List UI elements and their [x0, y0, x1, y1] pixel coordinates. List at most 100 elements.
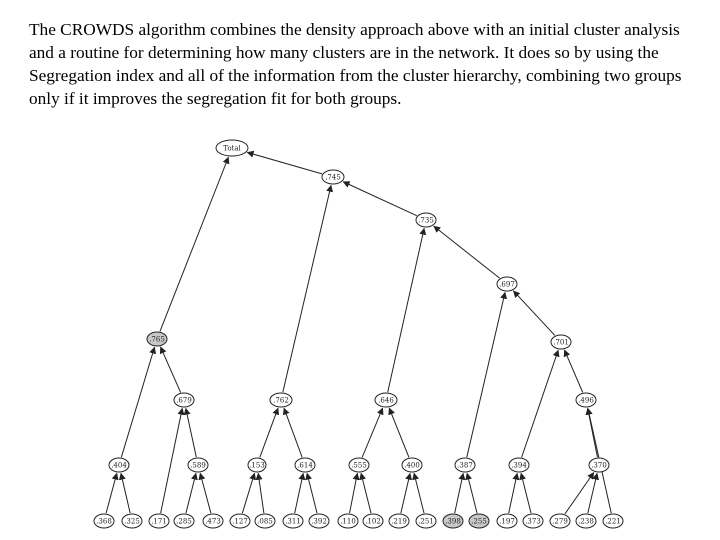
node-ellipse: [247, 457, 267, 473]
edge-l085-to-n153: [255, 472, 265, 514]
edge-n701-to-n697: [513, 290, 556, 336]
node-label: .762: [273, 397, 289, 405]
node-ellipse: [401, 457, 423, 473]
node-ellipse: [415, 513, 437, 529]
node-label: .701: [553, 339, 569, 347]
node-label: .496: [578, 397, 594, 405]
edge-l392-to-n614: [305, 472, 318, 514]
edge-n679-to-n765: [159, 346, 182, 393]
edge-l197-to-n394: [508, 472, 520, 514]
node-n762: .762: [269, 392, 293, 408]
node-label: .110: [340, 518, 356, 526]
node-l255: .255: [468, 513, 490, 529]
edge-n400-to-n646: [388, 407, 410, 458]
edge-l311-to-n614: [294, 472, 306, 514]
node-ellipse: [442, 513, 464, 529]
node-label: .127: [232, 518, 248, 526]
node-ellipse: [575, 513, 597, 529]
node-label: .325: [124, 518, 140, 526]
node-ellipse: [588, 457, 610, 473]
node-ellipse: [173, 513, 195, 529]
node-ellipse: [575, 392, 597, 408]
edge-layer: [105, 150, 612, 515]
node-n555: .555: [348, 457, 370, 473]
node-label: .387: [457, 462, 473, 470]
node-ellipse: [388, 513, 410, 529]
node-ellipse: [229, 513, 251, 529]
node-n745: .745: [321, 169, 345, 185]
node-layer: Total .745 .735 .697 .765 .701 .679 .762 .646 .49…: [93, 139, 624, 529]
node-l110: .110: [337, 513, 359, 529]
node-label: .370: [591, 462, 607, 470]
node-n496: .496: [575, 392, 597, 408]
node-l127: .127: [229, 513, 251, 529]
node-label: .102: [365, 518, 381, 526]
node-label: .285: [176, 518, 192, 526]
node-label: .279: [552, 518, 568, 526]
node-label: .311: [285, 518, 301, 526]
edge-n614-to-n762: [282, 407, 303, 458]
node-label: .614: [297, 462, 313, 470]
edge-l171-to-n679: [160, 407, 185, 514]
node-n589: .589: [187, 457, 209, 473]
node-ellipse: [254, 513, 276, 529]
edge-l255-to-n387: [465, 472, 478, 514]
node-ellipse: [468, 513, 490, 529]
node-label: Total: [223, 145, 241, 153]
node-l219: .219: [388, 513, 410, 529]
node-ellipse: [321, 169, 345, 185]
node-ellipse: [148, 513, 170, 529]
node-n394: .394: [508, 457, 530, 473]
node-ellipse: [173, 392, 195, 408]
node-ellipse: [269, 392, 293, 408]
edge-l279-to-n370: [564, 471, 595, 515]
edge-n765-to-total: [159, 156, 230, 332]
node-n614: .614: [294, 457, 316, 473]
edge-n646-to-n735: [387, 227, 427, 393]
node-ellipse: [348, 457, 370, 473]
node-n697: .697: [496, 276, 518, 292]
node-n153: .153: [247, 457, 267, 473]
edge-l473-to-n589: [198, 472, 212, 514]
edge-n404-to-n765: [120, 346, 157, 458]
node-n679: .679: [173, 392, 195, 408]
node-ellipse: [549, 513, 571, 529]
node-label: .646: [378, 397, 394, 405]
node-label: .400: [404, 462, 420, 470]
node-ellipse: [508, 457, 530, 473]
node-l325: .325: [121, 513, 143, 529]
node-l238: .238: [575, 513, 597, 529]
node-l085: .085: [254, 513, 276, 529]
node-l311: .311: [282, 513, 304, 529]
node-ellipse: [454, 457, 476, 473]
edge-n496-to-n701: [563, 349, 584, 393]
node-n400: .400: [401, 457, 423, 473]
node-ellipse: [496, 513, 518, 529]
node-n387: .387: [454, 457, 476, 473]
node-l251: .251: [415, 513, 437, 529]
edge-l398-to-n387: [454, 472, 466, 514]
node-ellipse: [362, 513, 384, 529]
node-ellipse: [337, 513, 359, 529]
node-ellipse: [93, 513, 115, 529]
edge-n153-to-n762: [259, 407, 280, 458]
node-ellipse: [602, 513, 624, 529]
edge-n555-to-n646: [361, 407, 384, 458]
node-ellipse: [374, 392, 398, 408]
node-n765: .765: [146, 331, 168, 347]
node-ellipse: [550, 334, 572, 350]
node-label: .735: [418, 217, 434, 225]
node-label: .197: [499, 518, 515, 526]
node-ellipse: [108, 457, 130, 473]
node-l473: .473: [202, 513, 224, 529]
node-label: .171: [151, 518, 167, 526]
node-label: .238: [578, 518, 594, 526]
node-ellipse: [282, 513, 304, 529]
node-n701: .701: [550, 334, 572, 350]
edge-l102-to-n555: [359, 472, 372, 514]
node-l285: .285: [173, 513, 195, 529]
edge-l373-to-n394: [519, 472, 532, 514]
node-ellipse: [294, 457, 316, 473]
node-label: .398: [445, 518, 461, 526]
